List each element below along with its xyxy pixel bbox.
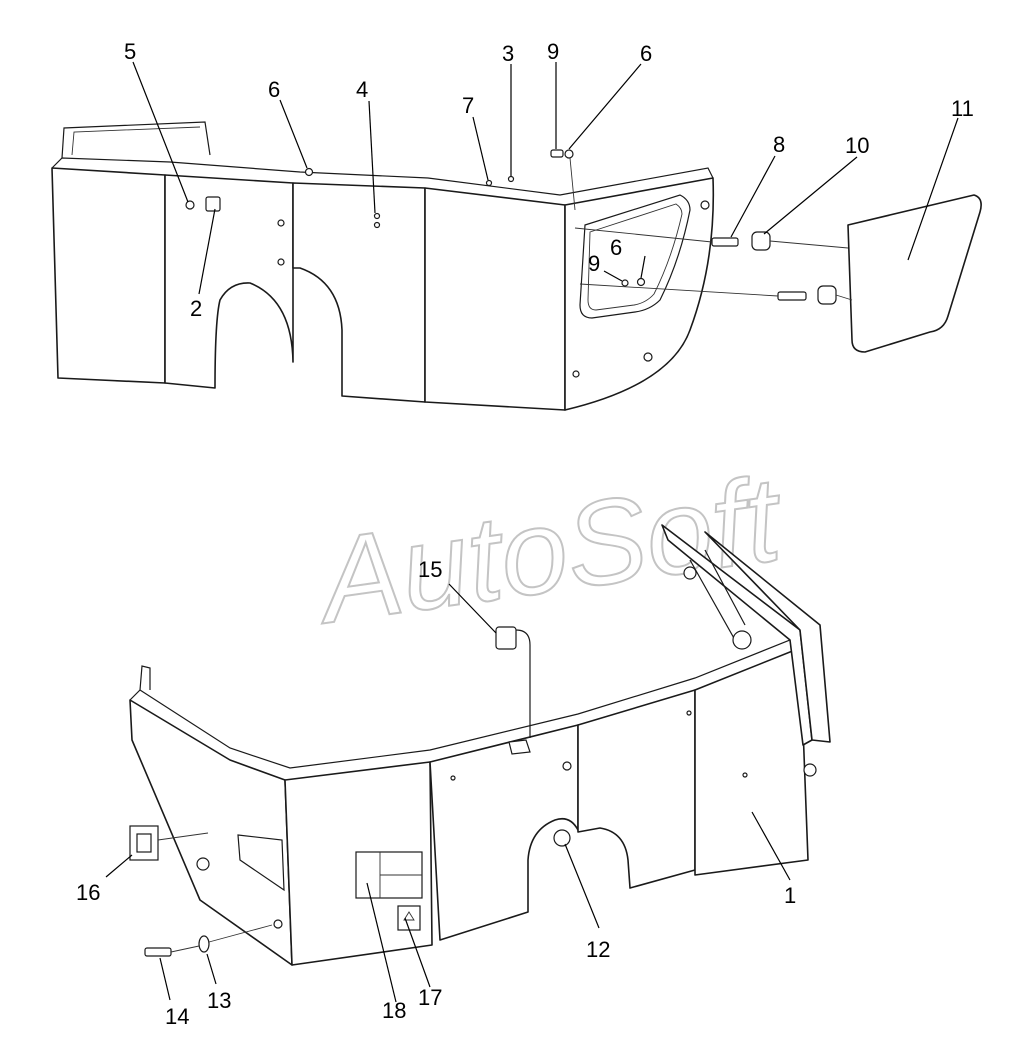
callout-16: 16	[76, 880, 100, 905]
callout-6: 6	[640, 41, 652, 66]
callout-9: 9	[588, 251, 600, 276]
lower-hardware	[129, 626, 571, 957]
callout-10: 10	[845, 133, 869, 158]
callout-11: 11	[951, 96, 974, 121]
lower-cover-assembly	[129, 524, 831, 966]
callout-labels: 5 2 6 4 7 3 9 6 9 6 8 10 11 15 1 12 16 1…	[76, 39, 974, 1029]
callout-5: 5	[124, 39, 136, 64]
callout-6: 6	[610, 235, 622, 260]
callout-14: 14	[165, 1004, 189, 1029]
leader-lines	[105, 61, 959, 1003]
callout-3: 3	[502, 41, 514, 66]
callout-18: 18	[382, 998, 406, 1023]
callout-13: 13	[207, 988, 231, 1013]
upper-hardware	[185, 149, 982, 353]
watermark: AutoSoft	[307, 451, 792, 649]
upper-cover-assembly	[51, 121, 715, 411]
callout-17: 17	[418, 985, 442, 1010]
callout-7: 7	[462, 93, 474, 118]
callout-15: 15	[418, 557, 442, 582]
callout-2: 2	[190, 296, 202, 321]
callout-1: 1	[784, 883, 796, 908]
callout-12: 12	[586, 937, 610, 962]
callout-4: 4	[356, 77, 368, 102]
callout-9: 9	[547, 39, 559, 64]
callout-8: 8	[773, 132, 785, 157]
callout-6: 6	[268, 77, 280, 102]
